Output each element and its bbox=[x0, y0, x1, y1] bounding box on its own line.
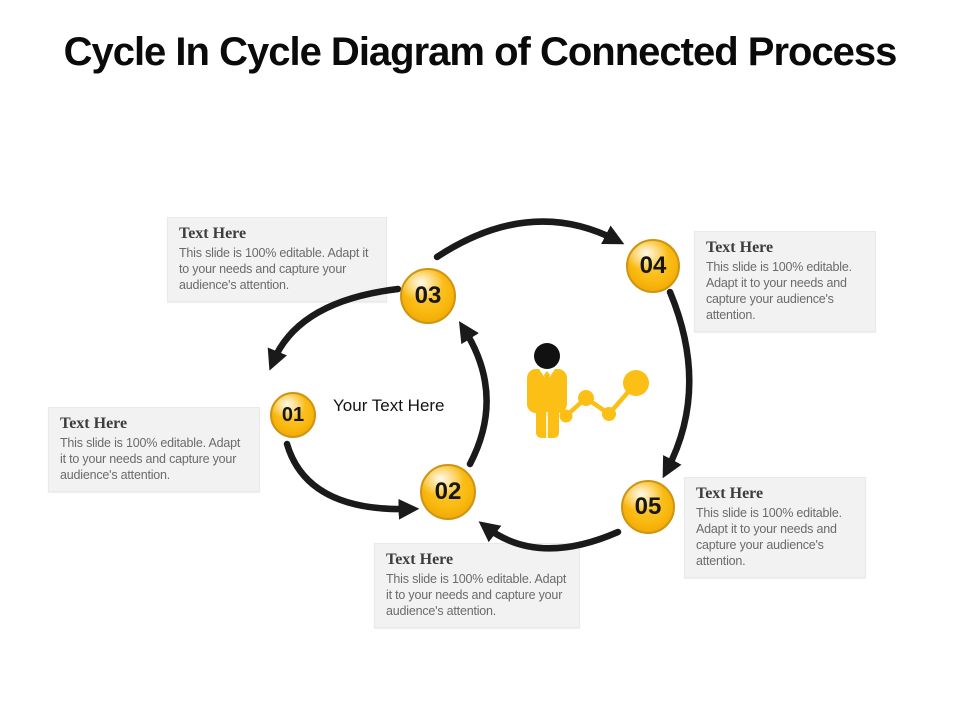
step-badge-03[interactable]: 03 bbox=[400, 268, 456, 324]
textbox-body: This slide is 100% editable. Adapt it to… bbox=[386, 572, 567, 618]
textbox-heading: Text Here bbox=[696, 485, 764, 502]
dot-chart-icon[interactable] bbox=[559, 370, 650, 423]
textbox-heading: Text Here bbox=[179, 225, 247, 242]
inner-arc-02-to-03 bbox=[458, 321, 490, 468]
textbox-step-01[interactable]: Text Here This slide is 100% editable. A… bbox=[48, 407, 260, 492]
inner-arc-01-to-02 bbox=[283, 440, 420, 520]
step-badge-05[interactable]: 05 bbox=[621, 480, 675, 534]
textbox-heading: Text Here bbox=[706, 239, 774, 256]
textbox-body: This slide is 100% editable. Adapt it to… bbox=[706, 260, 852, 322]
center-text[interactable]: Your Text Here bbox=[333, 396, 445, 415]
textbox-step-02[interactable]: Text Here This slide is 100% editable. A… bbox=[374, 543, 580, 628]
businessman-icon[interactable] bbox=[527, 343, 567, 438]
step-badge-01[interactable]: 01 bbox=[270, 392, 316, 438]
textbox-step-04[interactable]: Text Here This slide is 100% editable. A… bbox=[694, 231, 876, 332]
step-badge-02[interactable]: 02 bbox=[420, 464, 476, 520]
textbox-heading: Text Here bbox=[386, 551, 454, 568]
textbox-body: This slide is 100% editable. Adapt it to… bbox=[696, 506, 842, 568]
slide-title: Cycle In Cycle Diagram of Connected Proc… bbox=[63, 30, 898, 74]
textbox-step-05[interactable]: Text Here This slide is 100% editable. A… bbox=[684, 477, 866, 578]
step-number: 02 bbox=[434, 478, 462, 505]
textbox-body: This slide is 100% editable. Adapt it to… bbox=[60, 436, 241, 482]
step-number: 04 bbox=[639, 252, 667, 279]
step-number: 01 bbox=[281, 403, 305, 426]
step-number: 03 bbox=[414, 282, 442, 309]
textbox-body: This slide is 100% editable. Adapt it to… bbox=[179, 246, 369, 292]
outer-arc-03-to-04 bbox=[433, 218, 625, 261]
outer-arc-04-to-05 bbox=[662, 288, 693, 479]
textbox-step-03[interactable]: Text Here This slide is 100% editable. A… bbox=[167, 217, 387, 302]
textbox-heading: Text Here bbox=[60, 415, 128, 432]
step-badge-04[interactable]: 04 bbox=[626, 239, 680, 293]
step-number: 05 bbox=[634, 493, 662, 520]
